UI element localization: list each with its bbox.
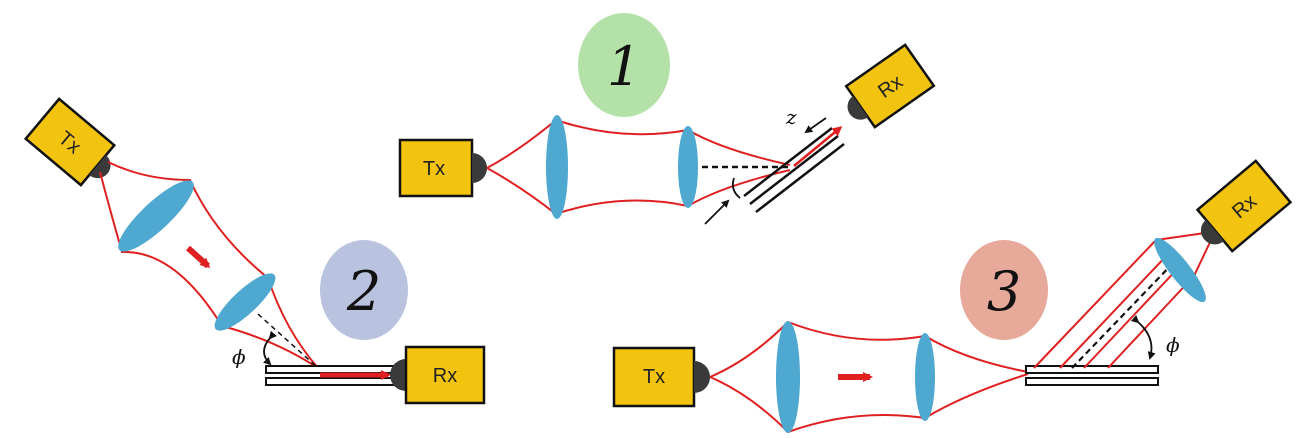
lens-2a [118,180,194,252]
axis-2 [257,313,319,369]
beam-3 [709,320,1029,434]
angle-label-2: ϕ [232,345,246,369]
tx-1-emitter [472,153,487,183]
badge-2-circle [320,240,408,340]
tx-1-label: Tx [423,158,445,180]
lens-3c [1154,237,1206,303]
tx-2-emitter [89,155,111,179]
beam-2 [99,161,319,369]
angle-arc-1 [731,177,741,199]
angle-label-3: ϕ [1166,333,1180,357]
tx-2-box [23,97,117,187]
rx-2-label: Rx [433,365,457,387]
rx-1: Rx [844,43,936,129]
setup-2: Tx ϕ Rx 2 [23,97,486,405]
setup-3: Tx ϕ Rx [612,159,1293,434]
z-label: z [785,105,797,129]
tx-3-box [612,346,696,408]
rx-2-detector [390,359,406,391]
badge-2-number: 2 [346,260,381,323]
rx-1-detector [847,95,868,120]
rx-3: Rx [1195,159,1293,253]
angle-arc-2 [262,330,277,366]
beam-3-out [1033,231,1213,369]
incidence-arrow-1 [704,199,730,225]
setup-1: 1 Tx z Rx [398,13,936,225]
axis-3 [1071,257,1179,369]
badge-3-circle [960,240,1048,340]
lens-1a [546,115,568,219]
tx-3-emitter [694,361,710,393]
rx-3-detector [1200,219,1224,245]
angle-arc-3 [1130,315,1156,360]
waveguide-3 [1025,365,1159,386]
lens-3a [776,321,800,433]
tx-3-label: Tx [643,366,665,388]
badge-3-number: 3 [987,260,1021,323]
badge-1-circle [578,13,670,117]
lens-2b [214,273,276,331]
tx-2: Tx [23,97,117,187]
beam-1 [486,118,791,216]
rx-2-box [404,345,486,405]
waveguide-1 [743,127,845,213]
direction-arrow-2 [185,245,211,269]
lens-3b [915,333,935,421]
z-arrow [804,117,827,134]
lens-1b [678,126,698,208]
badge-1-number: 1 [607,35,641,98]
beam-1-guided [793,126,843,167]
